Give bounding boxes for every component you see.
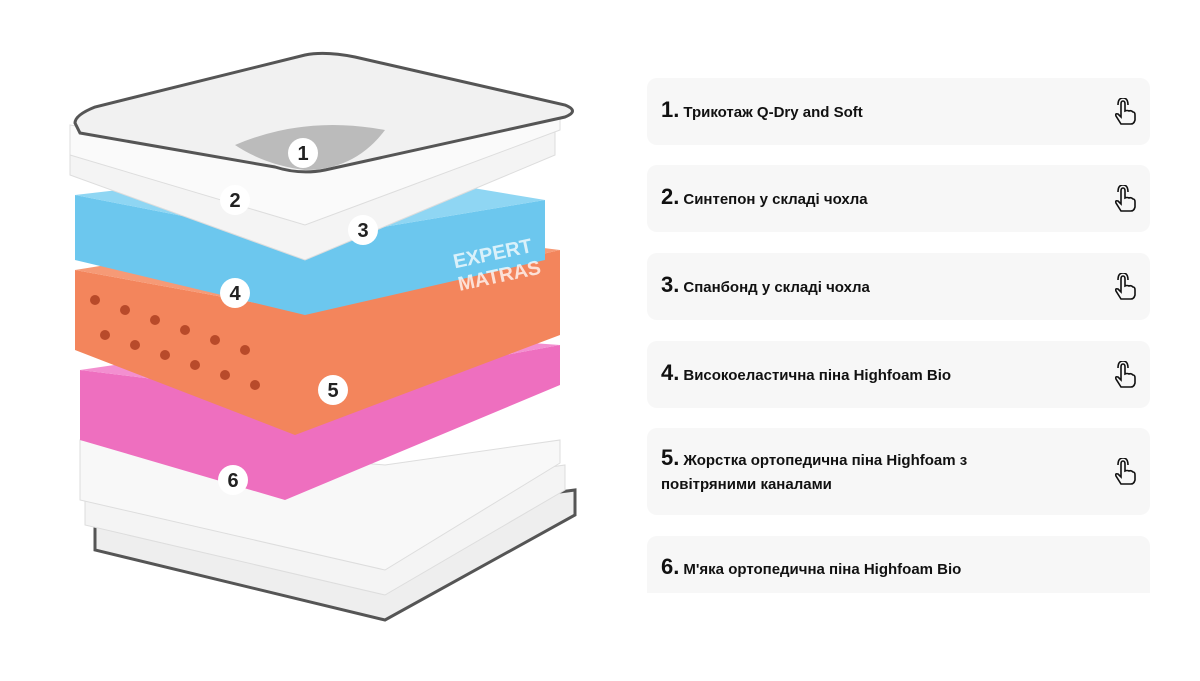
layer-card-5[interactable]: 5.Жорстка ортопедична піна Highfoam з по… [647, 428, 1150, 515]
pointer-hand-icon[interactable] [1112, 360, 1138, 389]
pointer-hand-icon[interactable] [1112, 272, 1138, 301]
layer-label: Трикотаж Q-Dry and Soft [683, 104, 863, 121]
layer-markers: 1 2 3 4 5 6 [218, 138, 378, 495]
layer-label: М'яка ортопедична піна Highfoam Bio [683, 561, 962, 578]
layer-label: Високоеластична піна Highfoam Bio [683, 367, 952, 384]
mattress-layers-illustration: EXPERT MATRAS 1 2 3 4 5 6 [69, 51, 577, 622]
cover-layers [69, 51, 574, 261]
pointer-hand-icon[interactable] [1112, 457, 1138, 486]
svg-text:4: 4 [229, 283, 241, 305]
svg-text:5: 5 [327, 380, 338, 402]
pointer-hand-icon[interactable] [1112, 97, 1138, 126]
layer-label: Синтепон у складі чохла [683, 191, 868, 208]
layer-card-3[interactable]: 3.Спанбонд у складі чохла [647, 253, 1150, 320]
layer-label: Спанбонд у складі чохла [683, 279, 870, 296]
layer-card-6[interactable]: 6.М'яка ортопедична піна Highfoam Bio [647, 536, 1150, 593]
svg-text:1: 1 [297, 143, 308, 165]
layer-label: Жорстка ортопедична піна Highfoam з пові… [661, 452, 968, 493]
svg-text:3: 3 [357, 220, 368, 242]
layer-card-1[interactable]: 1.Трикотаж Q-Dry and Soft [647, 78, 1150, 145]
layer-card-4[interactable]: 4.Високоеластична піна Highfoam Bio [647, 341, 1150, 408]
pointer-hand-icon[interactable] [1112, 184, 1138, 213]
svg-text:2: 2 [229, 190, 240, 212]
svg-text:6: 6 [227, 470, 238, 492]
layer-card-2[interactable]: 2.Синтепон у складі чохла [647, 165, 1150, 232]
